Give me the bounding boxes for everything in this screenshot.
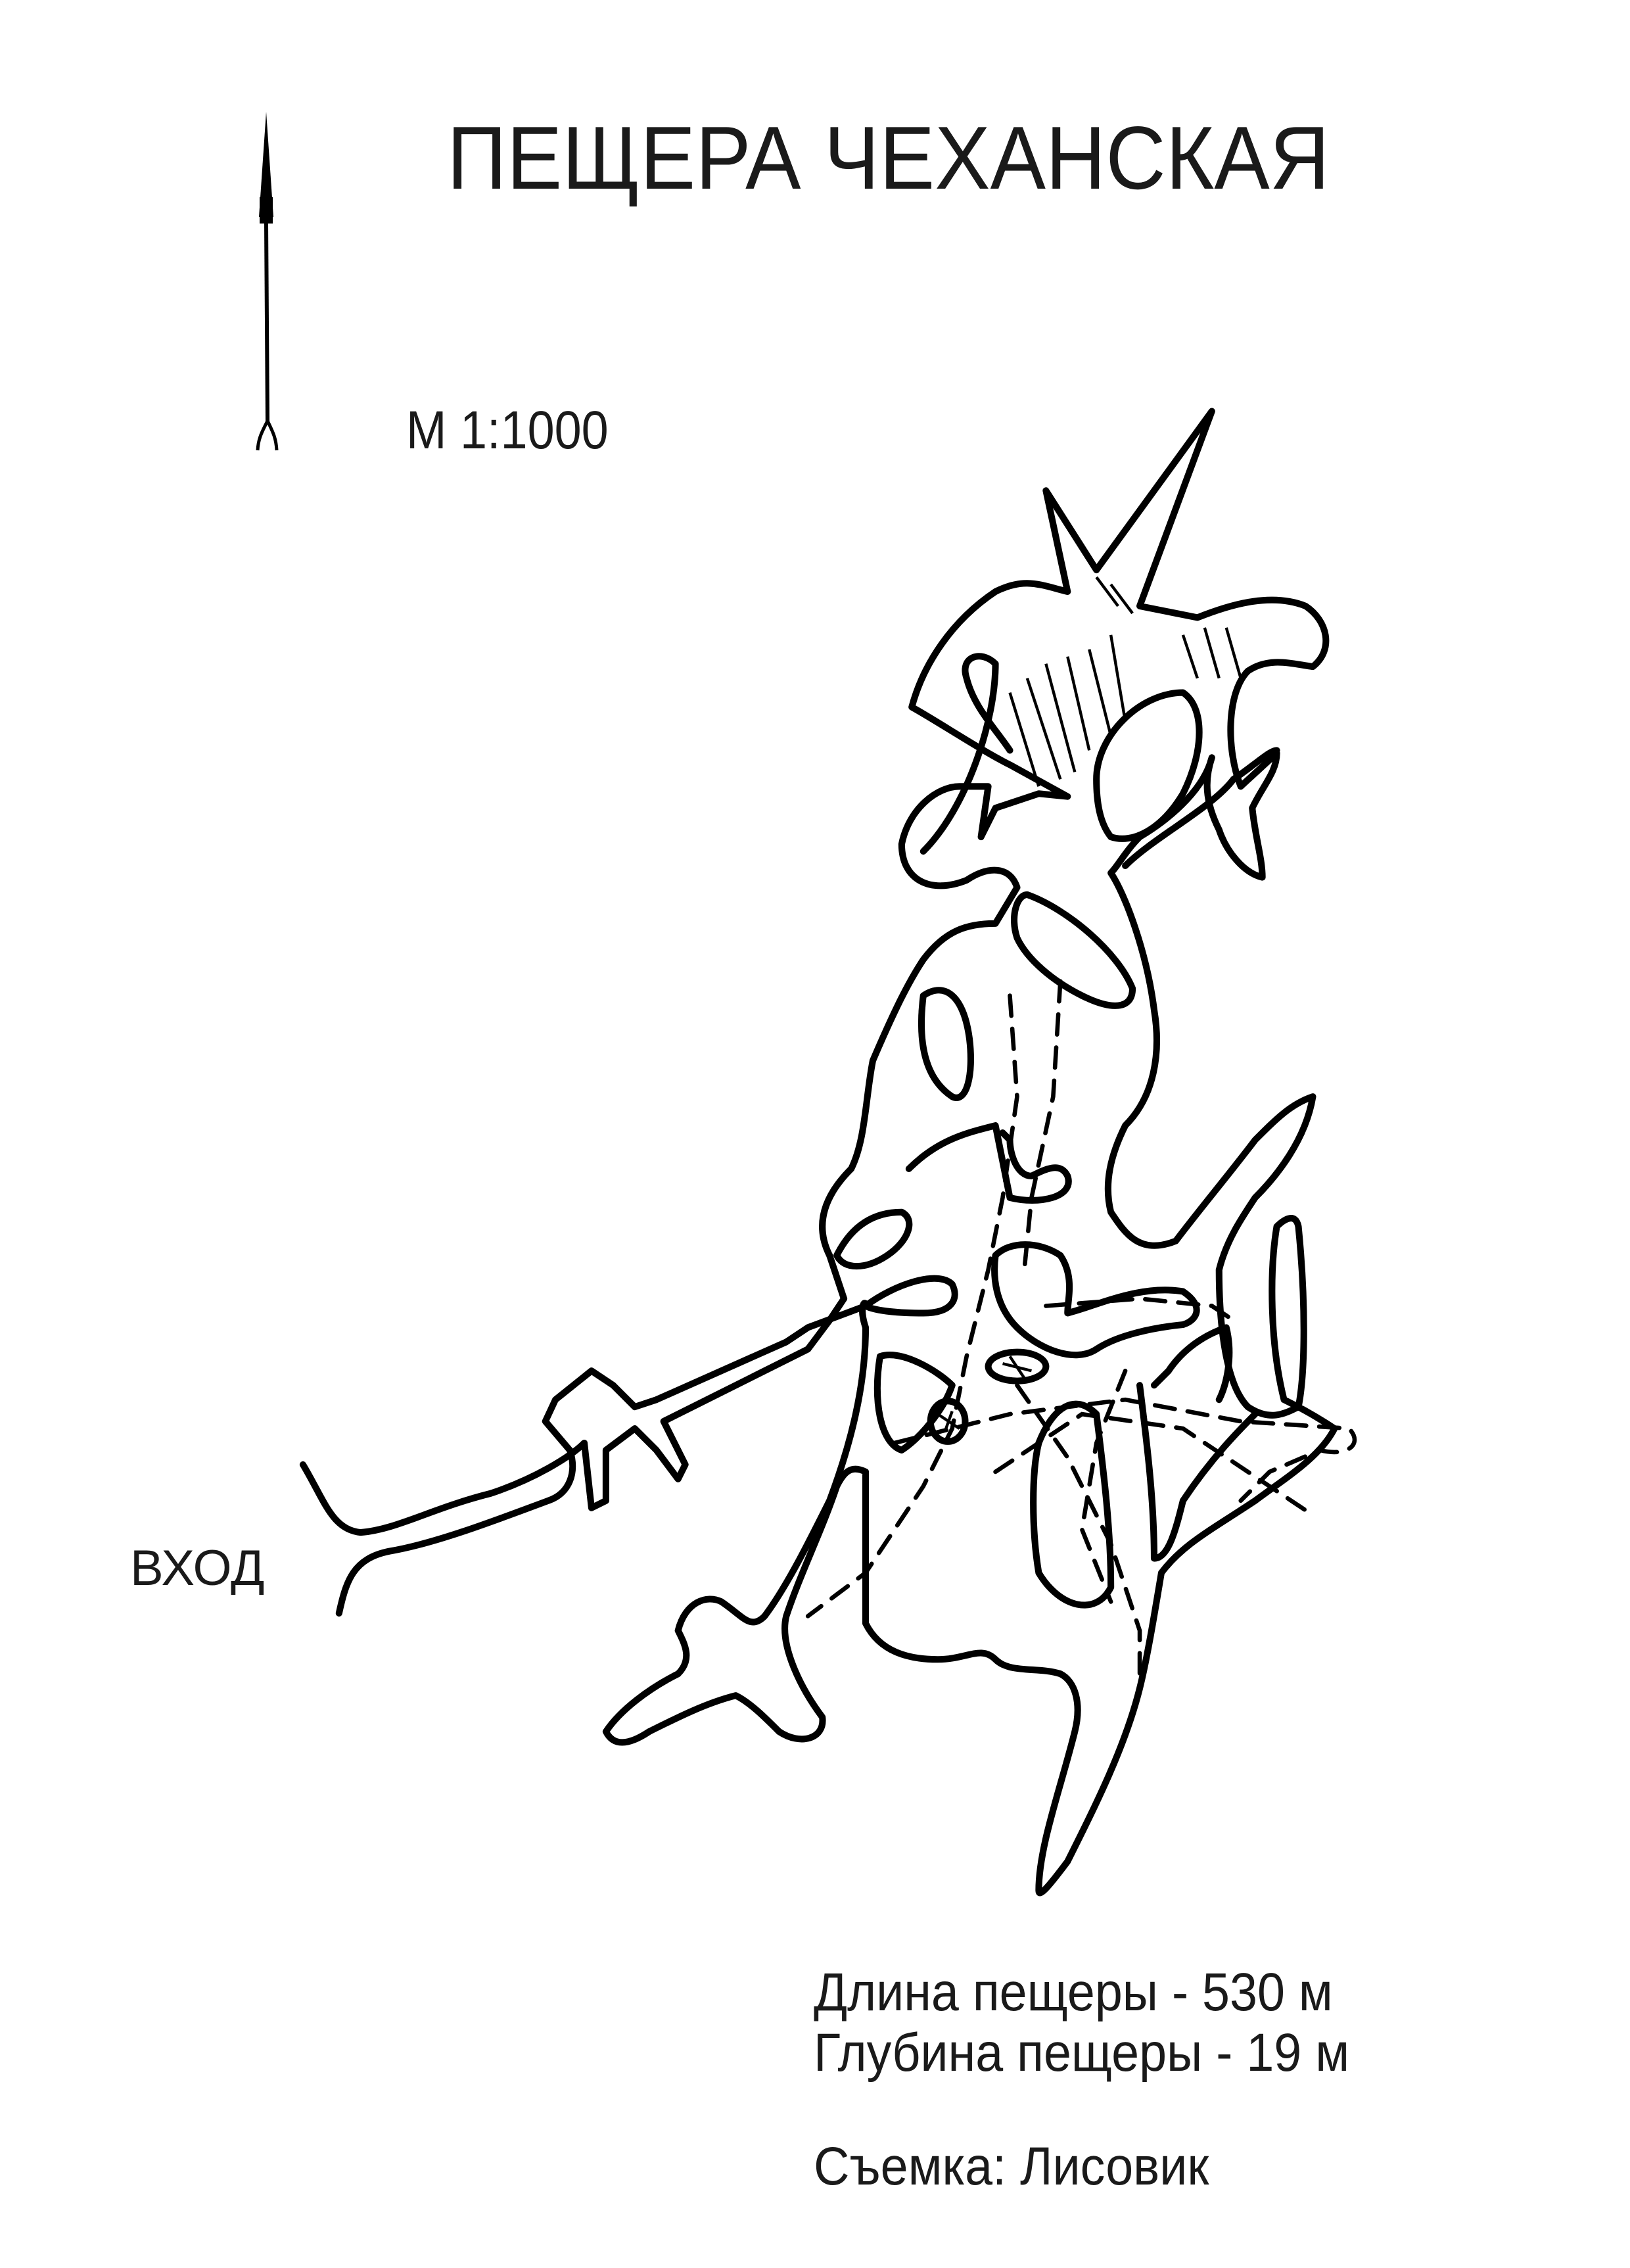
sinter-oval — [985, 1348, 1050, 1384]
cave-length: Длина пещеры - 530 м — [814, 1962, 1333, 2022]
map-title: ПЕЩЕРА ЧЕХАНСКАЯ — [447, 108, 1330, 208]
map-scale: М 1:1000 — [406, 400, 609, 460]
sinter-oval — [927, 1398, 969, 1445]
north-arrow-icon — [256, 112, 279, 451]
cave-depth: Глубина пещеры - 19 м — [814, 2023, 1350, 2083]
survey-credit: Съемка: Лисовик — [814, 2137, 1209, 2196]
entrance-label: ВХОД — [130, 1540, 265, 1596]
cave-plan — [299, 408, 1357, 1897]
